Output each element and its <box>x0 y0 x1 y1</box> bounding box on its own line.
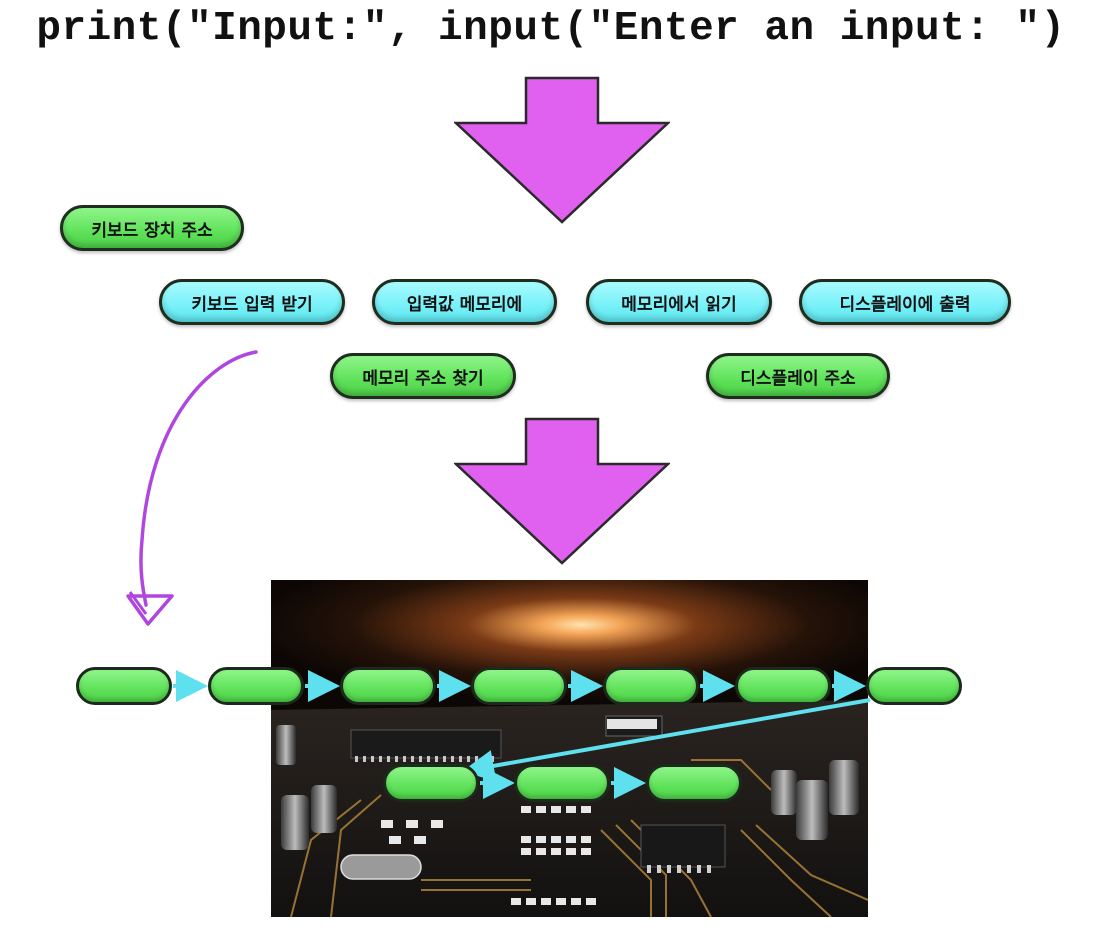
flow-node <box>514 764 610 802</box>
step-read-memory: 메모리에서 읽기 <box>586 279 772 325</box>
flow-node <box>340 667 436 705</box>
code-line: print("Input:", input("Enter an input: "… <box>36 6 1066 52</box>
step-keyboard-input: 키보드 입력 받기 <box>159 279 345 325</box>
flow-node <box>866 667 962 705</box>
flow-node <box>383 764 479 802</box>
flow-node <box>646 764 742 802</box>
down-arrow-icon <box>454 76 670 224</box>
flow-node <box>76 667 172 705</box>
flow-node <box>735 667 831 705</box>
flow-node <box>603 667 699 705</box>
step-display-address: 디스플레이 주소 <box>706 353 890 399</box>
flow-node <box>208 667 304 705</box>
circuit-board-image <box>271 580 868 917</box>
step-keyboard-address: 키보드 장치 주소 <box>60 205 244 251</box>
step-input-to-memory: 입력값 메모리에 <box>372 279 557 325</box>
flow-node <box>471 667 567 705</box>
step-find-memory-address: 메모리 주소 찾기 <box>330 353 516 399</box>
down-arrow-icon <box>454 417 670 565</box>
step-output-display: 디스플레이에 출력 <box>799 279 1011 325</box>
